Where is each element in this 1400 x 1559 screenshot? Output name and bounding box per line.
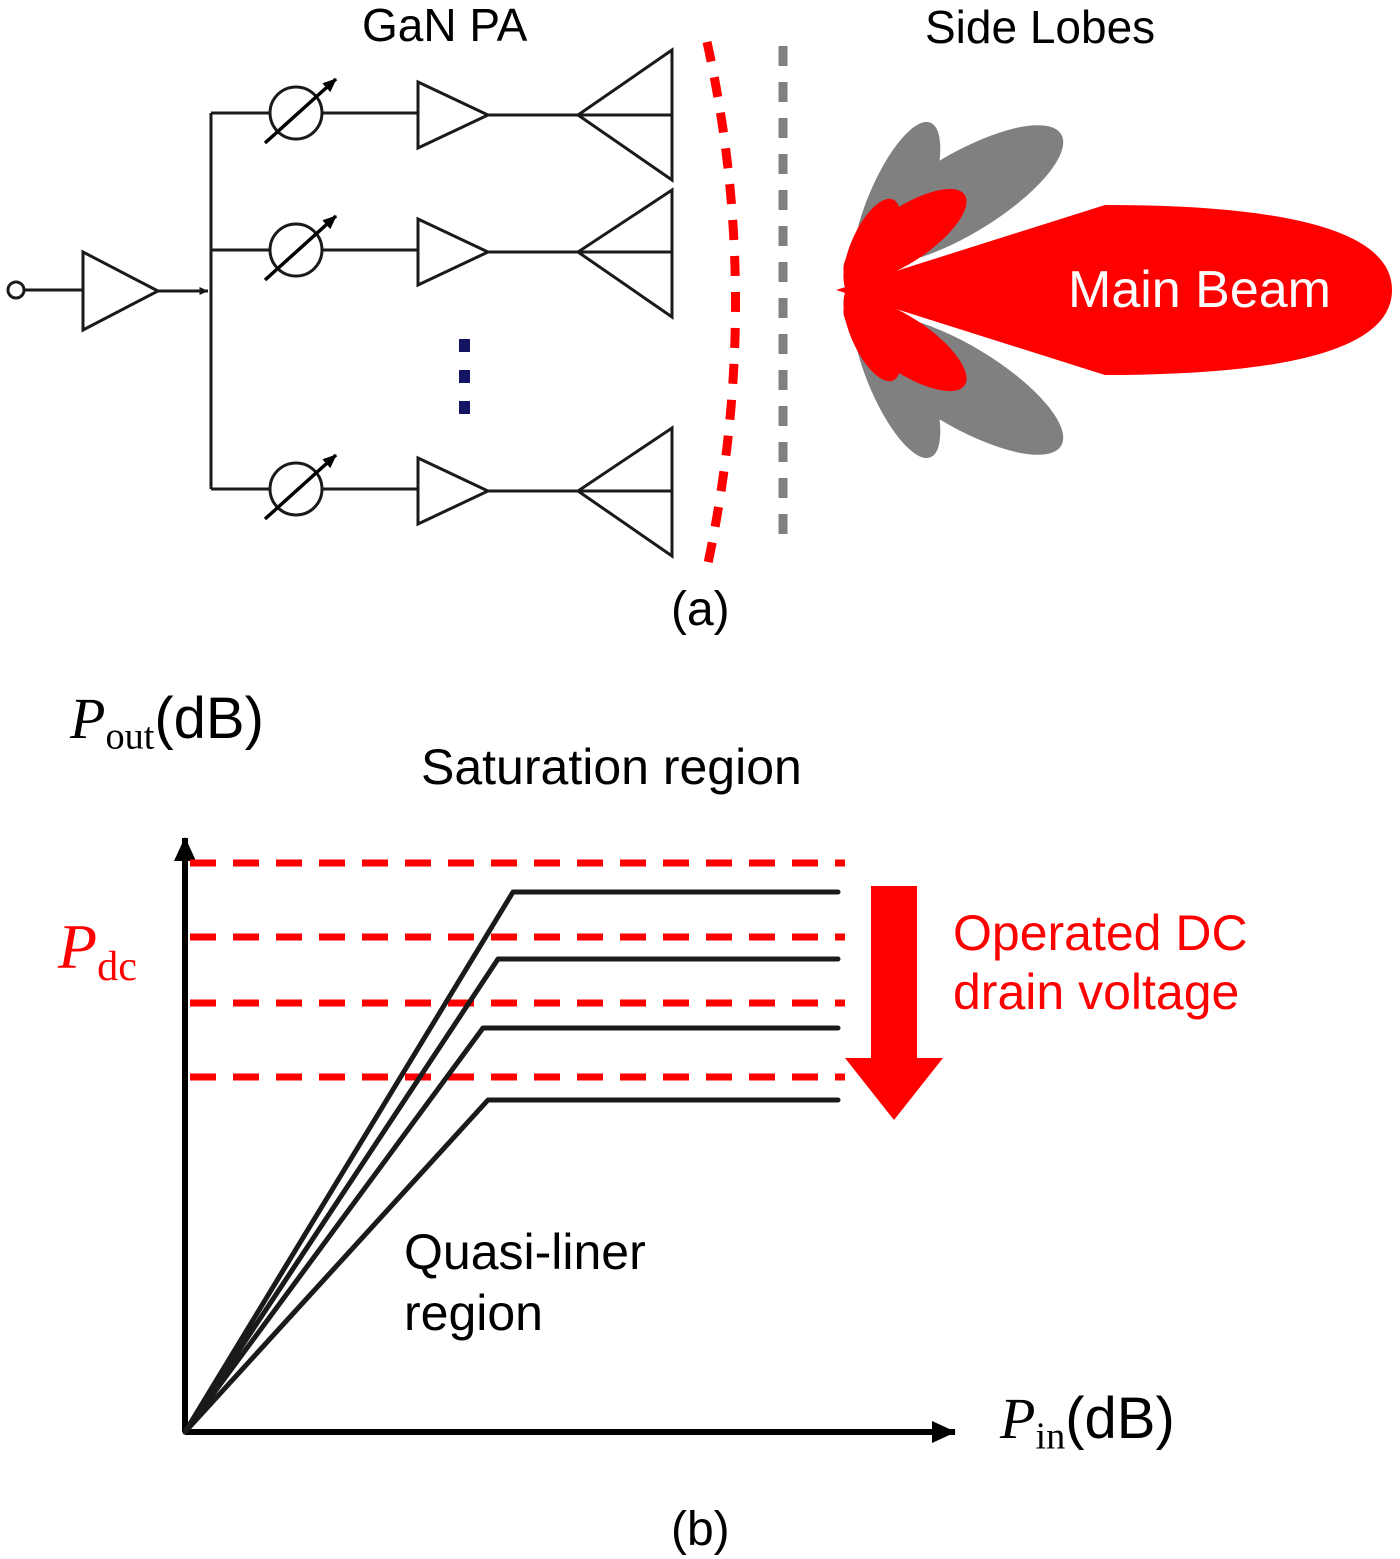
y-axis-subscript: out [105,715,155,758]
x-axis-subscript: in [1035,1415,1066,1458]
main-beam-lobe [836,205,1392,375]
power-amplifier-icon [416,216,492,288]
main-beam-label: Main Beam [1068,261,1331,319]
y-axis-label: Pout(dB) [70,690,264,756]
branch-ellipsis-icon [459,339,470,414]
pdc-symbol: P [58,911,98,982]
panel-b-transfer-chart [174,837,956,1443]
input-terminal-icon [6,280,26,300]
power-amplifier-icon [416,455,492,527]
red-side-lobe-lower-outer [843,284,901,382]
phase-shifter-arrow-icon [263,214,338,282]
pdc-subscript: dc [97,942,137,990]
panel-b-caption: (b) [671,1503,730,1556]
transfer-curves [182,889,841,1435]
pdc-label: Pdc [58,915,137,988]
saturation-region-label: Saturation region [421,739,802,795]
panel-a-caption: (a) [671,583,730,636]
transfer-curve-4 [182,1097,841,1435]
gan-pa-label: GaN PA [362,0,528,51]
operated-dc-drain-voltage-label: Operated DC drain voltage [953,905,1248,1020]
x-axis-symbol: P [1000,1386,1036,1451]
power-amplifier-icon [416,79,492,151]
array-branch-3 [211,425,674,559]
dc-voltage-down-arrow [845,886,943,1120]
transfer-curve-1 [182,889,841,1435]
phase-shifter-arrow-icon [263,77,338,145]
array-branch-1 [211,47,674,183]
x-axis-label: Pin(dB) [1000,1390,1175,1456]
phase-shifter-arrow-icon [263,453,338,521]
side-lobes-label: Side Lobes [925,1,1156,53]
wavefront-arc [702,41,740,569]
panel-a-array-diagram [6,41,1392,569]
x-axis-unit: (dB) [1065,1386,1175,1451]
red-side-lobe-upper-outer [843,198,901,296]
driver-amplifier-icon [81,249,162,333]
y-axis-unit: (dB) [154,686,264,751]
radiation-pattern-red-lobes [836,188,1392,392]
transfer-curve-3 [182,1025,841,1435]
transfer-curve-2 [182,956,841,1435]
dc-level-lines [190,859,845,1081]
y-axis-symbol: P [70,686,106,751]
array-branch-2 [211,187,674,320]
quasi-linear-region-label: Quasi-liner region [404,1224,646,1341]
